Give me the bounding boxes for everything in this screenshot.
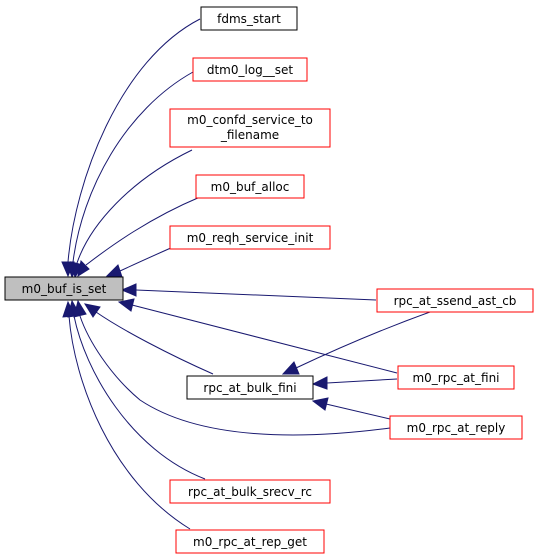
- nodes: m0_buf_is_set fdms_start dtm0_log__set m…: [4, 6, 534, 554]
- edge-reply-to-bulk-fini: [325, 403, 391, 420]
- node-label: rpc_at_bulk_fini: [203, 381, 296, 395]
- edge-fini-to-bulk-fini: [326, 378, 398, 384]
- node-box: [397, 365, 515, 390]
- node-m0-rpc-at-reply[interactable]: m0_rpc_at_reply: [389, 415, 523, 440]
- node-label-line2: _filename: [220, 128, 279, 142]
- node-fdms-start[interactable]: fdms_start: [200, 6, 298, 31]
- edge-ssend-ast-cb: [135, 289, 377, 301]
- edge-rpc-at-fini: [131, 304, 398, 374]
- arrowhead: [281, 361, 300, 375]
- edge-confd-service: [76, 149, 193, 264]
- node-box: [186, 375, 314, 400]
- node-label-line1: m0_confd_service_to: [187, 113, 313, 127]
- arrowhead: [117, 298, 135, 312]
- arrowhead: [77, 259, 90, 278]
- node-label: rpc_at_ssend_ast_cb: [394, 294, 517, 308]
- node-m0-buf-alloc[interactable]: m0_buf_alloc: [195, 174, 305, 199]
- edge-dtm0-log-set: [72, 71, 194, 263]
- node-label: m0_buf_alloc: [211, 180, 290, 194]
- node-label: dtm0_log__set: [207, 63, 294, 77]
- node-box: [169, 108, 331, 148]
- edges: [61, 18, 431, 530]
- node-rpc-at-bulk-fini[interactable]: rpc_at_bulk_fini: [186, 375, 314, 400]
- node-rpc-at-bulk-srecv-rc[interactable]: rpc_at_bulk_srecv_rc: [169, 479, 331, 504]
- node-box: [192, 57, 308, 82]
- arrowhead: [311, 397, 329, 411]
- node-m0-reqh-service-init[interactable]: m0_reqh_service_init: [169, 225, 331, 250]
- node-label: rpc_at_bulk_srecv_rc: [188, 485, 312, 499]
- arrowhead: [105, 264, 123, 278]
- edge-m0-buf-alloc: [85, 196, 201, 266]
- node-box: [195, 174, 305, 199]
- node-label: m0_buf_is_set: [22, 282, 107, 296]
- edge-fdms-start: [67, 18, 201, 263]
- edge-rpc-at-rep-get: [68, 315, 191, 530]
- node-label: m0_rpc_at_reply: [407, 421, 506, 435]
- edge-rpc-at-bulk-fini: [95, 311, 214, 375]
- node-label: m0_rpc_at_fini: [412, 371, 499, 385]
- arrowhead: [83, 303, 101, 318]
- node-label: m0_reqh_service_init: [187, 231, 314, 245]
- node-box: [175, 529, 325, 554]
- node-box: [4, 276, 124, 301]
- arrowhead: [311, 376, 328, 390]
- node-confd-service-to-filename[interactable]: m0_confd_service_to _filename: [169, 108, 331, 148]
- node-label: m0_rpc_at_rep_get: [193, 535, 307, 549]
- node-m0-buf-is-set[interactable]: m0_buf_is_set: [4, 276, 124, 301]
- node-m0-rpc-at-rep-get[interactable]: m0_rpc_at_rep_get: [175, 529, 325, 554]
- node-label: fdms_start: [217, 12, 281, 26]
- node-box: [389, 415, 523, 440]
- edge-bulk-srecv-rc: [73, 315, 206, 480]
- node-box: [376, 288, 534, 313]
- arrowhead: [62, 300, 76, 318]
- node-m0-rpc-at-fini[interactable]: m0_rpc_at_fini: [397, 365, 515, 390]
- node-box: [169, 479, 331, 504]
- node-box: [200, 6, 298, 31]
- edge-ssend-to-bulk-fini: [295, 311, 431, 369]
- arrowhead: [120, 283, 137, 297]
- node-dtm0-log-set[interactable]: dtm0_log__set: [192, 57, 308, 82]
- edge-rpc-at-reply: [79, 315, 391, 436]
- edge-reqh-service-init: [119, 246, 174, 272]
- node-box: [169, 225, 331, 250]
- node-rpc-at-ssend-ast-cb[interactable]: rpc_at_ssend_ast_cb: [376, 288, 534, 313]
